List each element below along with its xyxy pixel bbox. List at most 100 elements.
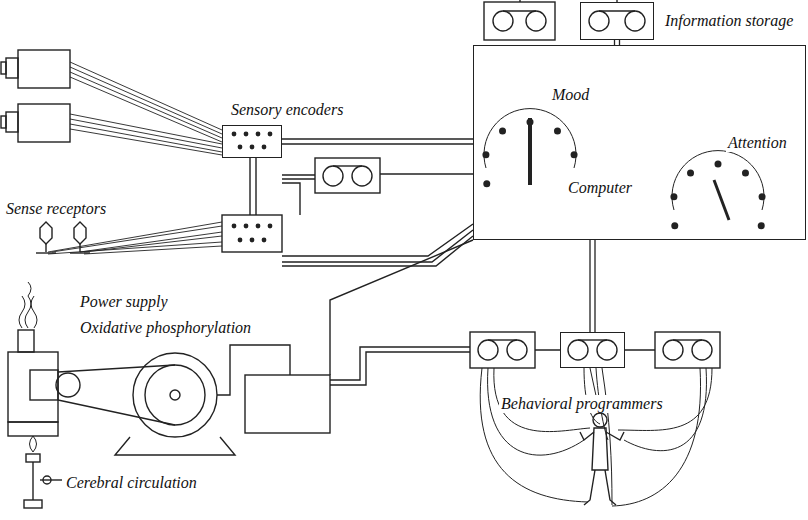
touch-receptors — [36, 222, 90, 253]
encoder-box — [222, 215, 282, 252]
drawing-stroke — [250, 145, 255, 150]
drawing-stroke — [232, 224, 237, 229]
dial-dot — [742, 170, 749, 177]
drawing-stroke — [26, 454, 40, 462]
drawing-stroke — [6, 112, 18, 132]
dial-dot — [671, 222, 678, 229]
connector — [590, 240, 595, 332]
connector-line — [594, 240, 595, 332]
drawing-stroke — [70, 252, 90, 253]
drawing-stroke — [79, 244, 80, 252]
connector-line — [282, 143, 473, 144]
drawing-stroke — [145, 365, 205, 425]
drawing-stroke — [170, 390, 180, 400]
drawing-stroke — [330, 347, 470, 385]
drawing-stroke — [470, 332, 535, 368]
drawing-stroke — [282, 230, 473, 266]
drawing-stroke — [250, 158, 256, 215]
drawing-stroke — [282, 224, 473, 256]
node-label: Sensory encoders — [229, 101, 345, 119]
puppet-figure — [580, 413, 624, 505]
drawing-stroke — [282, 183, 300, 215]
dial-dot — [687, 170, 694, 177]
drawing-stroke — [323, 166, 343, 186]
drawing-stroke — [268, 132, 273, 137]
drawing-stroke — [714, 180, 729, 220]
drawing-stroke — [238, 145, 243, 150]
node-label: Mood — [550, 86, 591, 104]
dial-dots — [482, 119, 765, 230]
drawing-stroke — [480, 368, 588, 502]
connector — [282, 139, 473, 144]
drawing-stroke — [24, 500, 42, 508]
drawing-stroke — [238, 238, 243, 243]
drawing-stroke — [663, 340, 683, 360]
drawing-stroke — [18, 50, 70, 88]
drawing-stroke — [262, 145, 267, 150]
drawing-stroke — [493, 11, 513, 31]
drawing-stroke — [36, 252, 56, 253]
battery — [245, 375, 330, 433]
drawing-stroke — [40, 222, 52, 244]
drawing-stroke — [655, 332, 720, 368]
storage-tape: Information storage — [580, 2, 654, 40]
drawing-stroke — [268, 224, 273, 229]
drawing-stroke — [19, 282, 37, 328]
drawing-stroke — [625, 11, 645, 31]
drawing-stroke — [115, 437, 235, 455]
drawing-stroke — [315, 158, 380, 193]
puppet-strings — [480, 368, 712, 506]
drawing-stroke — [74, 222, 86, 244]
connector-line — [589, 240, 590, 332]
burner — [24, 436, 62, 508]
dial-dot — [571, 151, 578, 158]
drawing-stroke — [8, 352, 58, 422]
drawing-stroke — [70, 114, 222, 155]
drawing-stroke — [333, 165, 362, 166]
dial-dot — [715, 161, 722, 168]
mood-dial — [484, 109, 576, 185]
drawing-stroke — [593, 413, 607, 427]
computer-box: MoodAttentionComputer — [473, 45, 806, 240]
drawing-stroke — [244, 132, 249, 137]
drawing-stroke — [32, 462, 33, 500]
dial-dot — [482, 151, 489, 158]
drawing-stroke — [672, 151, 764, 210]
drawing-stroke — [43, 476, 51, 484]
drawing-stroke — [30, 370, 58, 400]
drawing-stroke — [330, 240, 473, 375]
drawing-stroke — [612, 368, 706, 506]
dial-dot — [527, 119, 534, 126]
drawing-stroke — [56, 373, 80, 397]
drawing-stroke — [244, 224, 249, 229]
drawing-stroke — [519, 0, 520, 2]
drawing-stroke — [282, 175, 315, 179]
programmer-tape: Behavioral programmers — [560, 332, 625, 368]
drawing-stroke — [256, 224, 261, 229]
drawing-stroke — [6, 58, 18, 78]
drawing-stroke — [673, 339, 702, 340]
drawing-stroke — [526, 11, 546, 31]
dial-dot — [758, 222, 765, 229]
dial-dot — [499, 128, 506, 135]
drawing-stroke — [488, 339, 517, 340]
drawing-stroke — [18, 104, 70, 142]
drawing-stroke — [578, 339, 607, 340]
part-label: Power supply — [78, 293, 170, 311]
drawing-stroke — [18, 330, 34, 352]
drawing-stroke — [1, 62, 6, 74]
drawing-stroke — [592, 428, 608, 470]
part-label: Oxidative phosphorylation — [78, 319, 253, 337]
dial-dot — [670, 193, 677, 200]
attention-dial — [672, 151, 764, 220]
drawing-stroke — [597, 340, 617, 360]
drawing-stroke — [48, 222, 222, 254]
drawing-stroke — [232, 132, 237, 137]
dial-dot — [554, 128, 561, 135]
camera-receptors — [1, 50, 70, 142]
drawing-stroke — [484, 2, 555, 40]
drawing-stroke — [256, 132, 261, 137]
nerve-fibres — [48, 62, 222, 254]
